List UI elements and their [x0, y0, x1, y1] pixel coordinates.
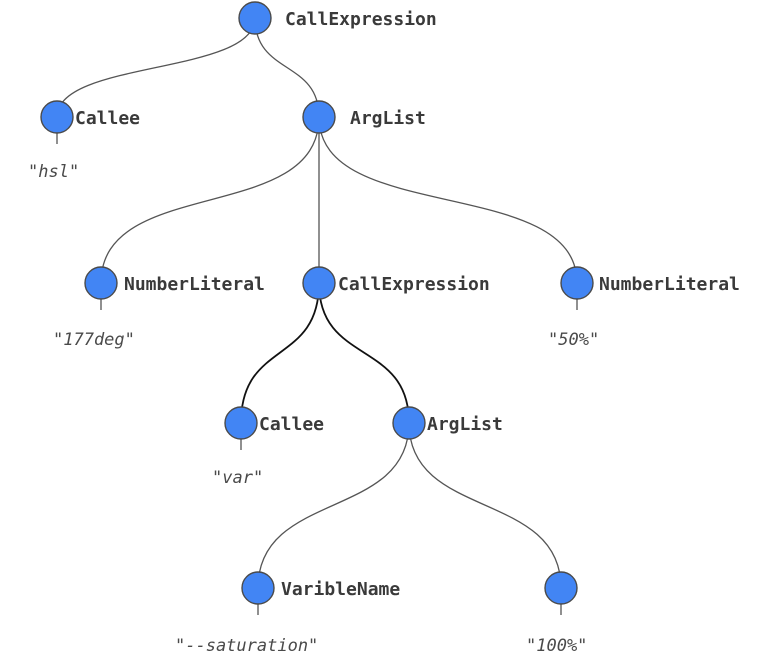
node-circle: [302, 100, 336, 134]
node-circle: [392, 406, 426, 440]
tree-edges: [56, 17, 578, 589]
edge-arglist2-varname: [257, 422, 410, 589]
node-value: "hsl": [28, 162, 79, 182]
node-label: ArgList: [427, 414, 503, 435]
value-ticks: [56, 133, 578, 615]
node-label: Callee: [259, 414, 324, 435]
node-value: "100%": [526, 636, 587, 656]
node-circle: [560, 266, 594, 300]
node-arglist1: ArgList: [302, 100, 426, 134]
node-num1: NumberLiteral "177deg": [53, 266, 265, 350]
node-circle: [544, 571, 578, 605]
edge-call2-callee2: [240, 282, 320, 424]
node-circle: [238, 1, 272, 35]
edge-root-callee1: [56, 17, 256, 118]
node-circle: [302, 266, 336, 300]
node-callee1: Callee "hsl": [28, 100, 140, 182]
node-value: "177deg": [53, 330, 135, 350]
node-label: NumberLiteral: [599, 274, 740, 295]
node-root: CallExpression: [238, 1, 437, 35]
edge-arglist1-num2: [318, 116, 578, 284]
edge-arglist2-pct: [408, 422, 562, 589]
node-label: VaribleName: [281, 579, 400, 600]
edge-root-arglist1: [254, 17, 320, 118]
node-value: "50%": [548, 330, 599, 350]
node-value: "--saturation": [175, 636, 318, 656]
node-label: CallExpression: [285, 9, 437, 30]
node-arglist2: ArgList: [392, 406, 503, 440]
node-pct: "100%": [526, 571, 587, 656]
node-label: CallExpression: [338, 274, 490, 295]
node-varname: VaribleName "--saturation": [175, 571, 400, 656]
node-callee2: Callee "var": [212, 406, 324, 488]
node-circle: [241, 571, 275, 605]
node-circle: [84, 266, 118, 300]
node-label: NumberLiteral: [124, 274, 265, 295]
node-circle: [40, 100, 74, 134]
node-num2: NumberLiteral "50%": [548, 266, 740, 350]
edge-arglist1-num1: [100, 116, 320, 284]
node-call2: CallExpression: [302, 266, 490, 300]
node-value: "var": [212, 468, 263, 488]
edge-call2-arglist2: [318, 282, 410, 424]
node-circle: [224, 406, 258, 440]
node-label: ArgList: [350, 108, 426, 129]
node-label: Callee: [75, 108, 140, 129]
